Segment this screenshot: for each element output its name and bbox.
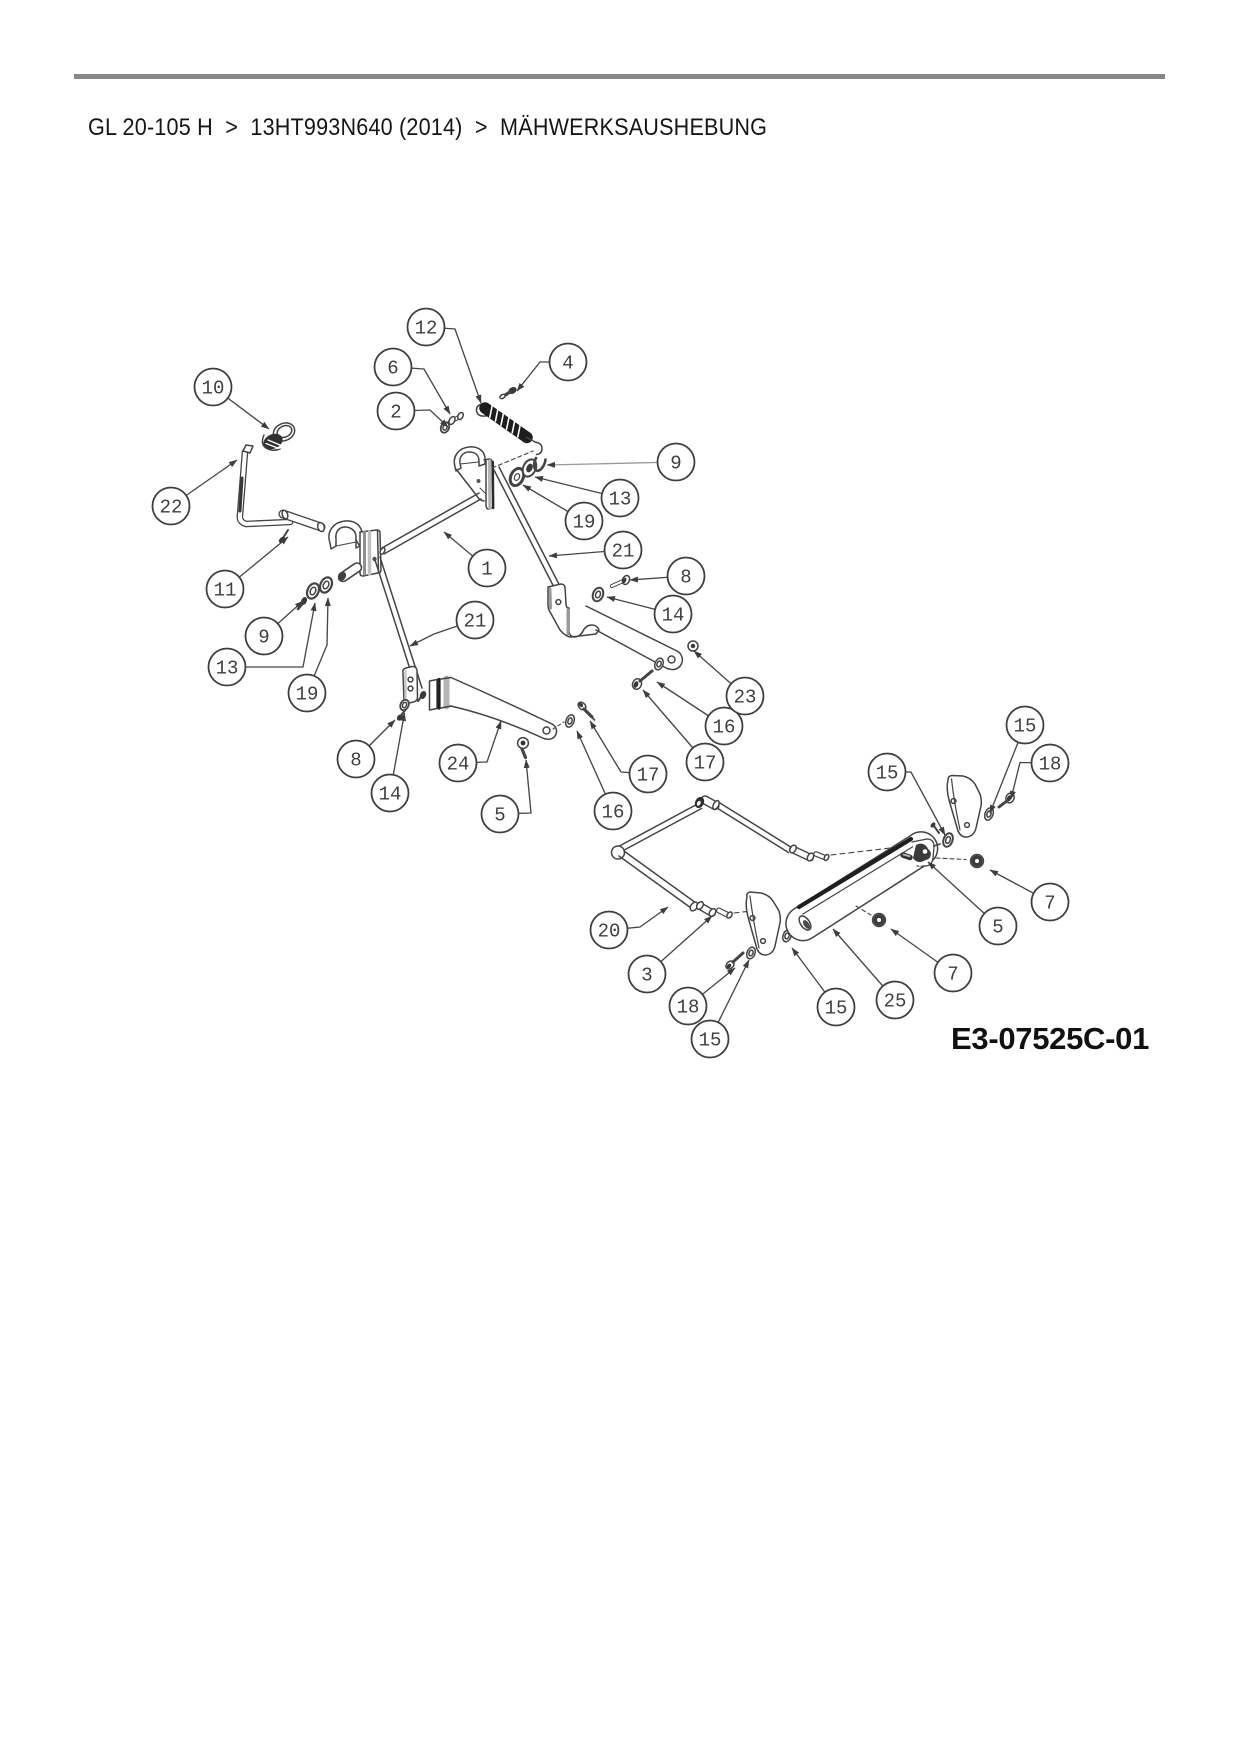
svg-text:21: 21 [464,611,487,633]
svg-text:7: 7 [947,964,958,986]
svg-text:13: 13 [609,489,632,511]
svg-text:15: 15 [699,1030,722,1052]
svg-text:20: 20 [598,921,621,943]
svg-text:14: 14 [379,784,402,806]
svg-text:5: 5 [494,805,505,827]
svg-text:E3-07525C-01: E3-07525C-01 [951,1021,1149,1056]
svg-text:8: 8 [680,567,691,589]
svg-text:5: 5 [992,917,1003,939]
svg-text:18: 18 [677,997,700,1019]
svg-text:13: 13 [216,658,239,680]
svg-text:15: 15 [876,763,899,785]
svg-text:23: 23 [734,687,757,709]
svg-text:15: 15 [1014,716,1037,738]
svg-text:2: 2 [390,402,401,424]
svg-text:19: 19 [573,512,596,534]
svg-text:12: 12 [415,318,438,340]
svg-text:9: 9 [670,453,681,475]
svg-text:19: 19 [296,684,319,706]
svg-text:14: 14 [662,605,685,627]
svg-text:17: 17 [694,753,717,775]
svg-text:10: 10 [202,378,225,400]
svg-text:16: 16 [602,802,625,824]
svg-text:25: 25 [884,991,907,1013]
svg-text:24: 24 [447,754,470,776]
svg-text:1: 1 [481,559,492,581]
svg-text:7: 7 [1044,893,1055,915]
svg-text:22: 22 [160,497,183,519]
svg-text:3: 3 [641,965,652,987]
svg-text:17: 17 [637,765,660,787]
svg-text:11: 11 [214,580,237,602]
svg-text:9: 9 [258,627,269,649]
svg-text:18: 18 [1039,754,1062,776]
svg-text:4: 4 [562,353,573,375]
svg-text:8: 8 [350,750,361,772]
svg-text:6: 6 [387,358,398,380]
svg-text:21: 21 [612,541,635,563]
svg-text:15: 15 [825,998,848,1020]
svg-text:16: 16 [713,717,736,739]
